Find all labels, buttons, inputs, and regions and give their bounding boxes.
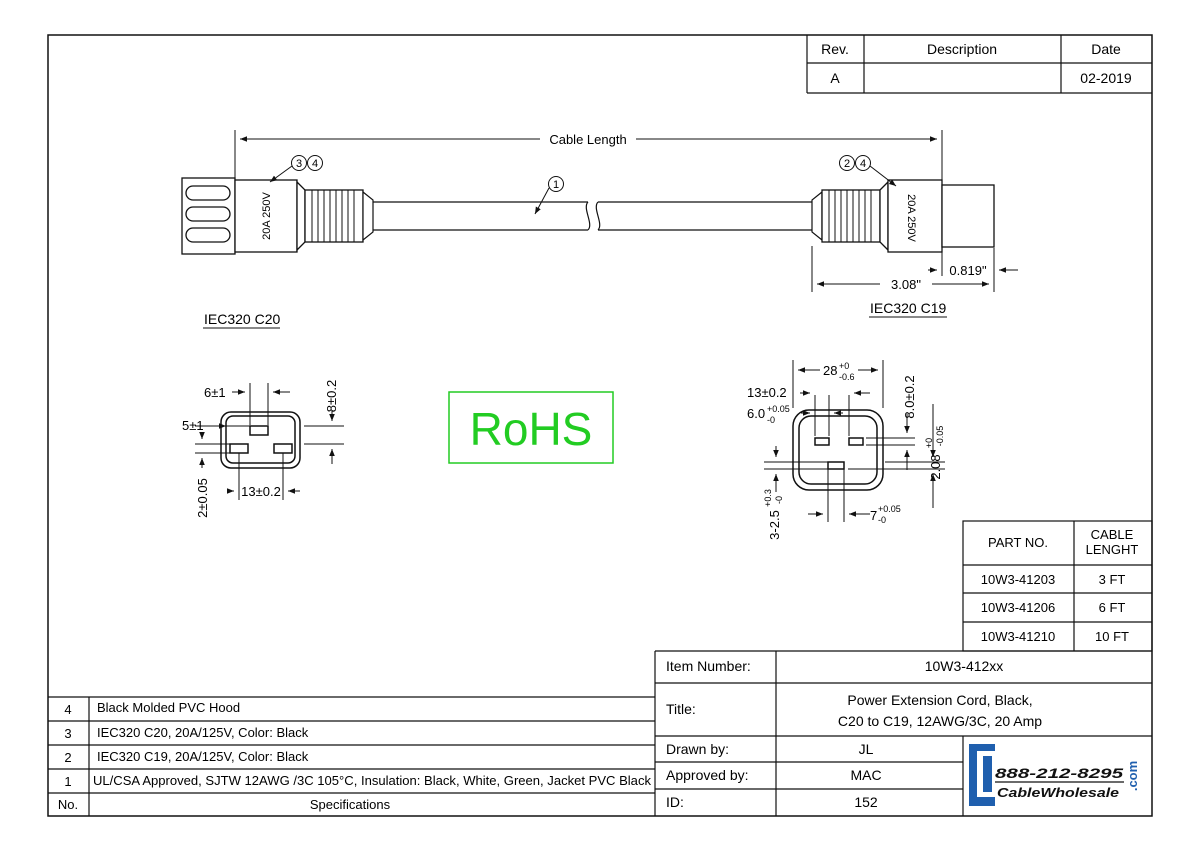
balloon-cable: 1 (553, 179, 559, 191)
c20-connector (181, 177, 364, 255)
item-number: 10W3-412xx (925, 658, 1004, 674)
c19-dim-13: 13±0.2 (747, 385, 787, 400)
c19-dim-6-tol-top: +0.05 (767, 404, 790, 414)
c19-dim-7-tol-top: +0.05 (878, 504, 901, 514)
spec-table-grid (48, 696, 655, 816)
title-label: Title: (666, 701, 696, 717)
callout-balloons (291, 155, 871, 192)
c19-dim-28: 28 (823, 363, 837, 378)
part-table-row-length: 6 FT (1099, 600, 1126, 615)
part-table-row-part: 10W3-41206 (981, 600, 1055, 615)
c19-dim-8: 8.0±0.2 (902, 375, 917, 418)
c19-dim-6-tol-bot: -0 (767, 415, 775, 425)
title-line-2: C20 to C19, 12AWG/3C, 20 Amp (838, 713, 1042, 729)
c20-face-dimensions (195, 383, 344, 500)
spec-header-spec: Specifications (310, 797, 391, 812)
logo-name: CableWholesale (997, 785, 1119, 800)
c19-face-dimensions (764, 360, 945, 522)
part-table-row-length: 10 FT (1095, 629, 1129, 644)
c20-dim-13: 13±0.2 (241, 484, 281, 499)
c20-hood-taper (362, 190, 374, 242)
id-label: ID: (666, 794, 684, 810)
c19-dim-3-tol-bot: -0 (774, 496, 784, 504)
rev-date: 02-2019 (1080, 70, 1132, 86)
rev-value: A (830, 70, 840, 86)
c19-dim-6: 6.0 (747, 406, 765, 421)
c20-dim-2: 2±0.05 (195, 478, 210, 518)
spec-row-text: IEC320 C19, 20A/125V, Color: Black (97, 749, 309, 764)
c19-length-dimensions (811, 246, 1018, 292)
cable-length-label: Cable Length (549, 132, 626, 147)
balloon-c19-b: 4 (860, 158, 866, 170)
c19-dim-208: 2.08 (928, 454, 943, 479)
spec-header-no: No. (58, 797, 78, 812)
title-block-grid (654, 650, 1152, 816)
c19-hood-taper (811, 190, 823, 242)
rohs-text: RoHS (470, 403, 593, 455)
approved-by-label: Approved by: (666, 767, 749, 783)
cable-length-dimension (234, 130, 943, 182)
c19-plug-length: 0.819" (949, 263, 987, 278)
balloon-c19-a: 2 (844, 158, 850, 170)
c19-dim-208-tol-bot: -0.05 (935, 426, 945, 447)
c19-rating: 20A 250V (905, 194, 917, 242)
item-number-label: Item Number: (666, 658, 751, 674)
spec-row-text: Black Molded PVC Hood (97, 700, 240, 715)
approved-by: MAC (850, 767, 881, 783)
c19-dim-7-tol-bot: -0 (878, 515, 886, 525)
c19-face (792, 409, 884, 491)
spec-row-no: 3 (64, 726, 71, 741)
callout-leaders (269, 165, 897, 215)
c19-dim-3: 3-2.5 (767, 510, 782, 540)
part-table-header-length-1: CABLE (1091, 527, 1134, 542)
part-table-header-part: PART NO. (988, 535, 1048, 550)
c20-rating: 20A 250V (261, 191, 273, 239)
c20-dim-8: 8±0.2 (324, 380, 339, 412)
spec-row-text: IEC320 C20, 20A/125V, Color: Black (97, 725, 309, 740)
part-table-row-part: 10W3-41210 (981, 629, 1055, 644)
spec-row-no: 1 (64, 774, 71, 789)
drawn-by-label: Drawn by: (666, 741, 729, 757)
logo-c-mark (969, 744, 995, 806)
c20-dim-5: 5±1 (182, 418, 204, 433)
c19-connector-length: 3.08" (891, 277, 921, 292)
spec-row-no: 2 (64, 750, 71, 765)
c20-dim-6: 6±1 (204, 385, 226, 400)
c19-dim-28-tol-top: +0 (839, 361, 849, 371)
part-table-header-length-2: LENGHT (1086, 542, 1139, 557)
revision-block (806, 35, 1152, 94)
c20-label: IEC320 C20 (204, 311, 280, 327)
rohs-box (448, 391, 614, 464)
logo-tld: .com (1125, 761, 1140, 791)
c20-face (220, 411, 301, 469)
cablewholesale-logo: 888-212-8295 CableWholesale .com (969, 744, 1140, 806)
spec-row-text: UL/CSA Approved, SJTW 12AWG /3C 105°C, I… (93, 774, 652, 788)
c19-label: IEC320 C19 (870, 300, 946, 316)
logo-phone: 888-212-8295 (995, 765, 1123, 781)
c19-dim-3-tol-top: +0.3 (763, 489, 773, 507)
drawn-by: JL (859, 741, 874, 757)
cable (373, 201, 812, 231)
balloon-c20-b: 4 (312, 158, 318, 170)
part-table-row-part: 10W3-41203 (981, 572, 1055, 587)
description-header: Description (927, 41, 997, 57)
spec-row-no: 4 (64, 702, 71, 717)
rev-header: Rev. (821, 41, 849, 57)
balloon-c20-a: 3 (296, 158, 302, 170)
c19-dim-7: 7 (870, 508, 877, 523)
logo-bracket-mark (983, 756, 992, 792)
part-table-row-length: 3 FT (1099, 572, 1126, 587)
c20-strain-relief-ribs (311, 190, 355, 242)
title-line-1: Power Extension Cord, Black, (847, 692, 1032, 708)
c19-dim-208-tol-top: +0 (924, 438, 934, 448)
c19-strain-relief-ribs (828, 190, 872, 242)
c19-connector (821, 179, 995, 253)
drawing-border (47, 34, 1153, 817)
c19-dim-28-tol-bot: -0.6 (839, 372, 855, 382)
id-value: 152 (854, 794, 878, 810)
date-header: Date (1091, 41, 1121, 57)
